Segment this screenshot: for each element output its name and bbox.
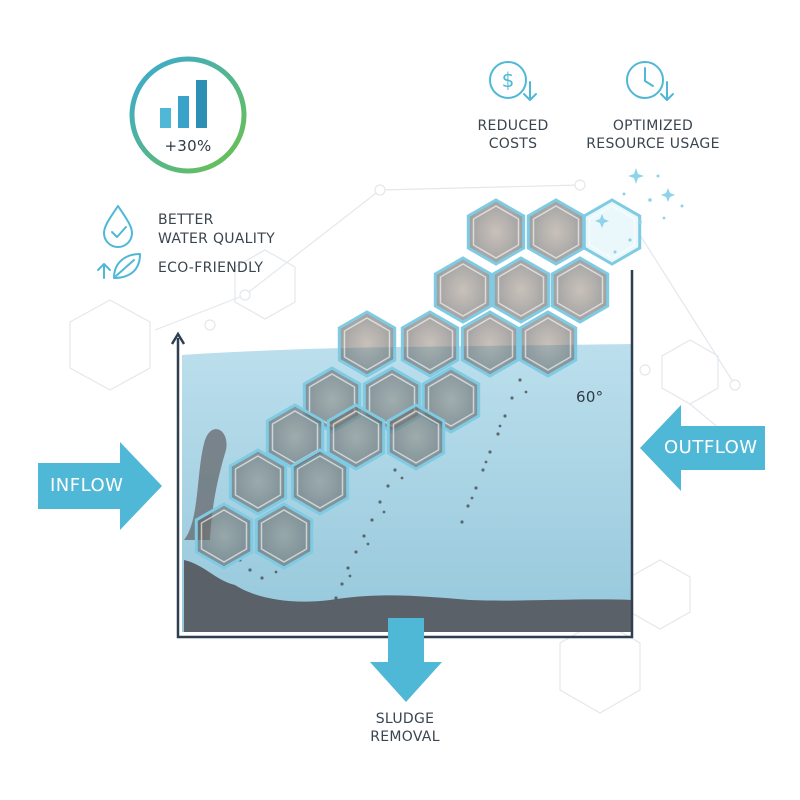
optimized-resource-line2: RESOURCE USAGE	[586, 136, 720, 152]
lamella-cell	[194, 502, 254, 570]
lamella-cell-inner	[497, 263, 545, 317]
sludge-removal-line1: SLUDGE	[375, 711, 435, 727]
lamella-cell-inner	[200, 509, 248, 563]
lamella-cell	[460, 310, 520, 378]
lamella-cell-inner	[532, 205, 580, 259]
lamella-cell-inner	[524, 317, 572, 371]
plate-angle-label: 60°	[576, 388, 604, 406]
reduced-costs-line2: COSTS	[488, 136, 538, 152]
bar-chart-icon	[160, 80, 207, 128]
lamella-cell-inner	[588, 205, 636, 259]
water-quality-label-line1: BETTER	[158, 212, 214, 228]
lamella-cell-inner	[392, 410, 440, 464]
lamella-cell-inner	[556, 263, 604, 317]
dollar-down-icon: $	[489, 61, 537, 101]
lamella-cell-inner	[332, 410, 380, 464]
lamella-cell-inner	[406, 317, 454, 371]
lamella-cell-inner	[439, 263, 487, 317]
clear-water-sparkles	[595, 168, 684, 254]
lamella-cell	[526, 198, 586, 266]
lamella-cell-inner	[296, 455, 344, 509]
lamella-cell-inner	[427, 373, 475, 427]
reduced-costs-line1: REDUCED	[477, 118, 549, 134]
lamella-cell	[466, 198, 526, 266]
lamella-cell-inner	[466, 317, 514, 371]
svg-text:$: $	[502, 68, 515, 92]
water-drop-check-icon	[103, 205, 133, 248]
outflow-label: OUTFLOW	[664, 437, 758, 458]
lamella-cell-inner	[472, 205, 520, 259]
eco-friendly-label: ECO-FRIENDLY	[158, 260, 264, 276]
lamella-cell	[518, 310, 578, 378]
sludge-bed	[184, 560, 632, 632]
lamella-cell-inner	[343, 317, 391, 371]
sludge-removal-arrow	[370, 618, 442, 702]
lamella-cell	[326, 403, 386, 471]
inflow-arrow	[38, 442, 162, 530]
clock-down-icon	[626, 61, 674, 101]
lamella-hex-module	[194, 198, 642, 570]
lamella-cell-inner	[234, 455, 282, 509]
lamella-cell	[337, 310, 397, 378]
lamella-cell	[254, 502, 314, 570]
lamella-cell	[491, 256, 551, 324]
lamella-cell-inner	[260, 509, 308, 563]
lamella-cell	[290, 448, 350, 516]
lamella-cell	[228, 448, 288, 516]
settling-particles	[238, 378, 528, 600]
outflow-arrow	[640, 405, 765, 491]
lamella-cell	[433, 256, 493, 324]
inflow-label: INFLOW	[50, 475, 124, 496]
sludge-removal-line2: REMOVAL	[370, 729, 440, 745]
leaf-arrow-icon	[97, 253, 141, 279]
lamella-cell	[400, 310, 460, 378]
growth-badge	[129, 56, 247, 174]
lamella-cell	[386, 403, 446, 471]
optimized-resource-line1: OPTIMIZED	[612, 118, 694, 134]
background-network	[69, 179, 746, 714]
lamella-cell	[582, 198, 642, 266]
growth-percentage: +30%	[164, 137, 212, 155]
lamella-cell	[550, 256, 610, 324]
water-quality-label-line2: WATER QUALITY	[158, 231, 275, 247]
